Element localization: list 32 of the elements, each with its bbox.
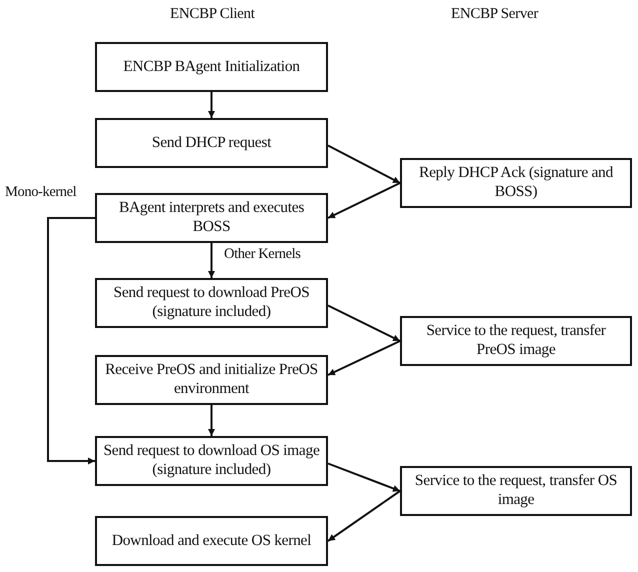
- process-text: ENCBP BAgent Initialization: [123, 58, 300, 76]
- process-box: [95, 436, 328, 486]
- process-box: [95, 118, 328, 168]
- process-box: [95, 278, 328, 328]
- process-text: Reply DHCP Ack (signature and BOSS): [418, 164, 614, 202]
- arrow: [328, 340, 400, 376]
- process-text: Receive PreOS and initialize PreOS environment: [104, 361, 319, 399]
- process-text: Service to the request, transfer OS image: [414, 472, 618, 510]
- process-box: [95, 193, 328, 243]
- process-box: [400, 316, 632, 366]
- arrow: [208, 405, 215, 436]
- process-text: Download and execute OS kernel: [112, 532, 312, 550]
- process-box: [400, 466, 632, 516]
- arrow: [328, 304, 400, 342]
- process-box: [95, 516, 328, 566]
- process-box: [400, 158, 632, 208]
- arrow: [208, 243, 215, 278]
- arrow: [328, 182, 400, 219]
- process-text: Send DHCP request: [152, 134, 272, 152]
- process-text: BAgent interprets and executes BOSS: [118, 199, 306, 237]
- process-box: [95, 355, 328, 405]
- arrow: [327, 490, 401, 542]
- arrow: [208, 92, 215, 118]
- arrow: [328, 462, 400, 492]
- process-box: [95, 42, 328, 92]
- process-text: Send request to download OS image (signature included): [103, 442, 320, 480]
- column-heading: ENCBP Server: [451, 6, 538, 23]
- process-text: Send request to download PreOS (signature included): [112, 284, 310, 322]
- column-heading: ENCBP Client: [170, 6, 255, 23]
- process-text: Service to the request, transfer PreOS image: [425, 322, 607, 360]
- arrow: [328, 144, 400, 184]
- arrow: [47, 217, 95, 464]
